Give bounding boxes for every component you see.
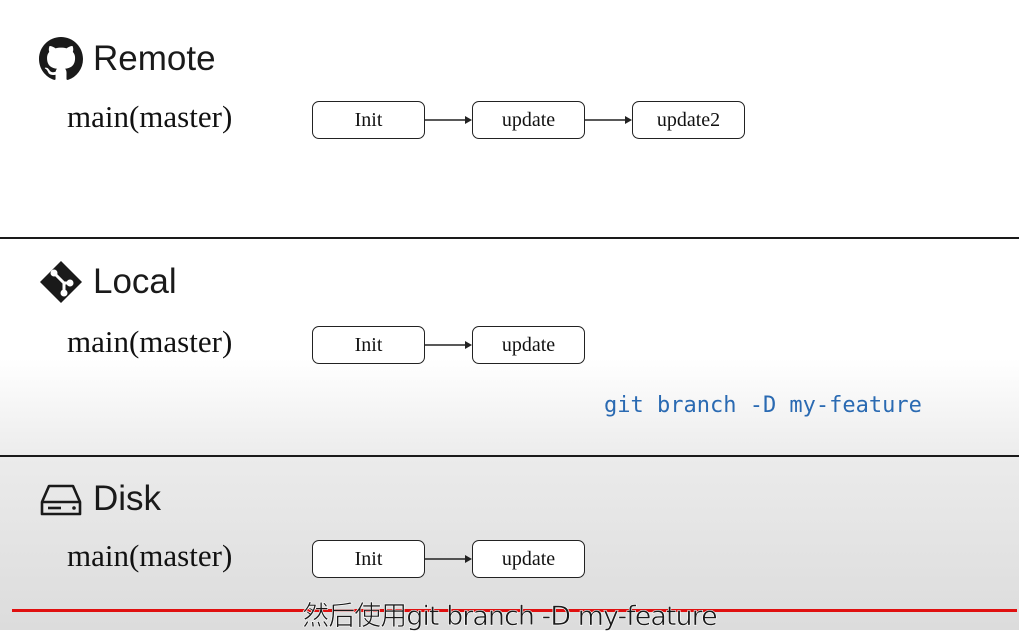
commit-node: update: [472, 326, 585, 364]
section-title-remote: Remote: [93, 39, 216, 78]
video-progress-line: [12, 609, 1017, 612]
commit-arrow: [585, 116, 632, 124]
section-divider: [0, 237, 1019, 239]
commit-node: Init: [312, 101, 425, 139]
commit-arrow: [425, 555, 472, 563]
branch-label-disk: main(master): [67, 538, 233, 573]
section-divider: [0, 455, 1019, 457]
github-icon: [39, 37, 83, 80]
commit-arrow: [425, 116, 472, 124]
video-subtitle: 然后使用git branch -D my-feature: [302, 601, 718, 633]
commit-arrow: [425, 341, 472, 349]
git-command-text: git branch -D my-feature: [604, 393, 922, 418]
commit-node: update: [472, 101, 585, 139]
branch-label-local: main(master): [67, 324, 233, 359]
commit-node: update: [472, 540, 585, 578]
branch-label-remote: main(master): [67, 99, 233, 134]
commit-node: update2: [632, 101, 745, 139]
commit-node: Init: [312, 540, 425, 578]
git-icon: [40, 261, 82, 303]
section-title-local: Local: [93, 262, 177, 301]
commit-node: Init: [312, 326, 425, 364]
hard-drive-icon: [40, 484, 82, 516]
section-title-disk: Disk: [93, 479, 162, 518]
